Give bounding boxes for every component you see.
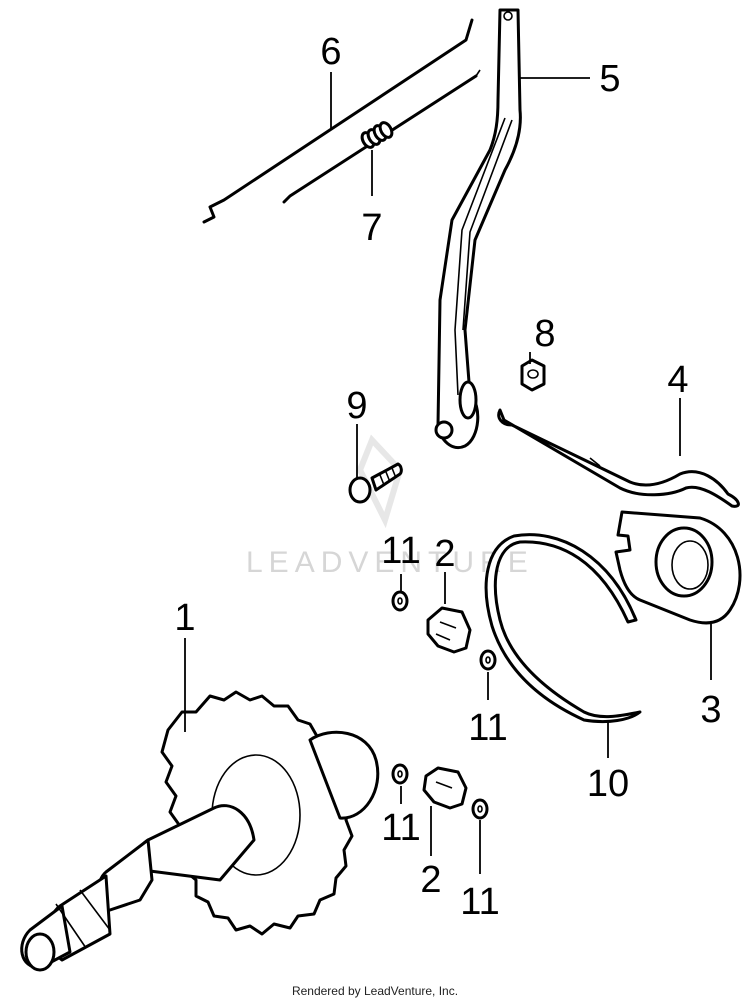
callout-6: 6 [320, 31, 341, 73]
part-spring-rod[interactable] [282, 69, 481, 204]
part-nut[interactable] [520, 358, 546, 392]
part-rod[interactable] [202, 18, 474, 224]
callout-7: 7 [361, 207, 382, 249]
part-camshaft[interactable] [20, 690, 380, 972]
footer-credit: Rendered by LeadVenture, Inc. [291, 984, 459, 998]
callout-11-a: 11 [381, 530, 420, 572]
callout-2-upper: 2 [434, 533, 455, 575]
part-washers[interactable] [391, 590, 497, 820]
callout-11-d: 11 [460, 881, 499, 923]
watermark-text: LEADVENTURE [246, 546, 534, 579]
leader-lines [184, 72, 712, 874]
watermark-logo [356, 434, 404, 529]
callout-10: 8 [534, 313, 555, 355]
spring-coil [360, 121, 394, 149]
part-spring-arm[interactable] [497, 408, 740, 508]
callout-5: 5 [599, 58, 620, 100]
callout-2-lower: 2 [420, 859, 441, 901]
part-spring-wire[interactable] [484, 533, 642, 724]
callout-4: 4 [667, 359, 688, 401]
part-bolt[interactable] [348, 462, 403, 504]
callout-11-b: 11 [468, 707, 507, 749]
callout-1: 1 [174, 597, 195, 639]
callout-9: 9 [346, 385, 367, 427]
callout-8: 10 [587, 763, 629, 805]
part-cam-follower-upper[interactable] [426, 606, 472, 654]
part-plate[interactable] [614, 510, 742, 625]
part-lever[interactable] [434, 8, 522, 449]
callout-11-c: 11 [381, 807, 420, 849]
part-cam-follower-lower[interactable] [422, 766, 468, 810]
callout-3: 3 [700, 689, 721, 731]
